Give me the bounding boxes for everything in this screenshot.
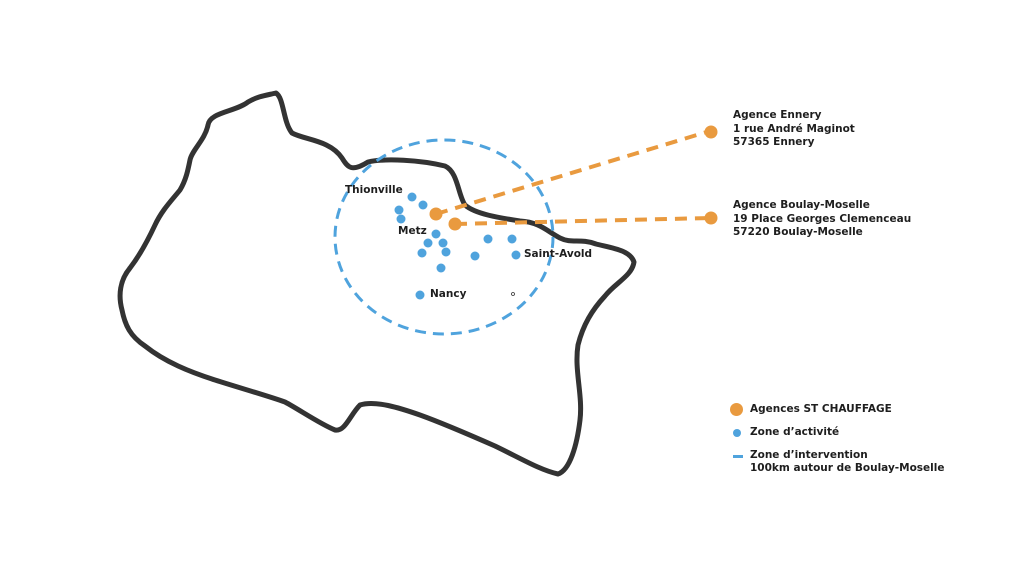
legend-label: Agences ST CHAUFFAGE — [750, 403, 892, 415]
activity-dot — [436, 263, 446, 273]
agency-street: 19 Place Georges Clemenceau — [733, 212, 912, 225]
agency-dot-ennery — [429, 207, 443, 221]
address-dot-ennery — [704, 125, 718, 139]
agency-address-boulay: Agence Boulay-Moselle 19 Place Georges C… — [733, 199, 911, 240]
activity-dot — [511, 250, 521, 260]
legend-label: Zone d’intervention — [750, 449, 868, 461]
address-dot-boulay — [704, 211, 718, 225]
city-label-thionville: Thionville — [345, 184, 403, 196]
legend-item-activity: Zone d’activité — [733, 426, 945, 439]
agency-city: 57365 Ennery — [733, 136, 815, 148]
activity-dot — [507, 234, 517, 244]
city-label-metz: Metz — [398, 225, 427, 237]
activity-dot — [441, 247, 451, 257]
intervention-zone-circle — [333, 138, 555, 336]
small-marker — [511, 292, 515, 296]
activity-dot — [483, 234, 493, 244]
agency-street: 1 rue André Maginot — [733, 122, 855, 135]
activity-dot — [407, 192, 417, 202]
legend-item-intervention: Zone d’intervention 100km autour de Boul… — [733, 449, 945, 475]
boulay-connector-line — [454, 216, 711, 226]
activity-dot — [423, 238, 433, 248]
activity-dot — [396, 214, 406, 224]
legend-item-agencies: Agences ST CHAUFFAGE — [730, 403, 945, 416]
ennery-connector-line — [435, 129, 711, 216]
activity-dot — [417, 248, 427, 258]
legend-label: 100km autour de Boulay-Moselle — [750, 462, 945, 474]
legend: Agences ST CHAUFFAGE Zone d’activité Zon… — [730, 403, 945, 485]
orange-dot-icon — [730, 403, 743, 416]
activity-dot — [431, 229, 441, 239]
agency-name: Agence Boulay-Moselle — [733, 199, 870, 211]
activity-dot — [438, 238, 448, 248]
city-label-saint-avold: Saint-Avold — [524, 248, 593, 260]
agency-name: Agence Ennery — [733, 109, 822, 121]
agency-city: 57220 Boulay-Moselle — [733, 226, 863, 238]
activity-dot — [394, 205, 404, 215]
activity-dot-nancy — [415, 290, 425, 300]
agency-dot-boulay — [448, 217, 462, 231]
activity-dot — [418, 200, 428, 210]
region-outline — [117, 90, 637, 477]
activity-dot — [470, 251, 480, 261]
agency-address-ennery: Agence Ennery 1 rue André Maginot 57365 … — [733, 109, 855, 150]
blue-dash-icon — [733, 455, 743, 458]
blue-dot-icon — [733, 429, 741, 437]
legend-label: Zone d’activité — [750, 426, 840, 438]
city-label-nancy: Nancy — [430, 288, 467, 300]
